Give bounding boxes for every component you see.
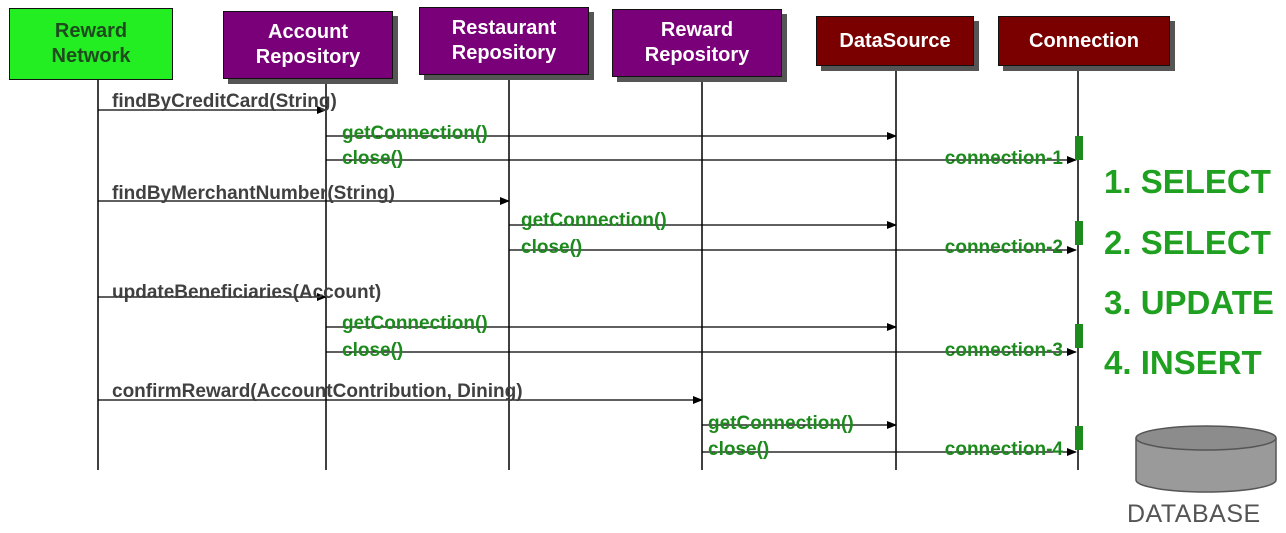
participant-reward-repository: Reward Repository (612, 9, 782, 77)
activation-bar (1075, 136, 1083, 160)
connection-label: connection-2 (944, 237, 1063, 258)
sql-operation: 1. SELECT (1104, 163, 1271, 200)
call-label: updateBeneficiaries(Account) (112, 282, 382, 303)
close-label: close() (521, 237, 583, 258)
sql-operation: 3. UPDATE (1104, 284, 1274, 321)
database-label: DATABASE (1127, 500, 1261, 528)
call-label: findByMerchantNumber(String) (112, 183, 395, 204)
get-connection-label: getConnection() (342, 313, 488, 334)
get-connection-label: getConnection() (342, 123, 488, 144)
connection-label: connection-1 (944, 148, 1063, 169)
close-label: close() (342, 340, 404, 361)
participant-reward-network: Reward Network (9, 8, 173, 80)
close-label: close() (342, 148, 404, 169)
sql-operation: 2. SELECT (1104, 224, 1271, 261)
participant-datasource: DataSource (816, 16, 974, 66)
call-label: findByCreditCard(String) (112, 91, 337, 112)
close-label: close() (708, 439, 770, 460)
connection-label: connection-3 (944, 340, 1063, 361)
call-label: confirmReward(AccountContribution, Dinin… (112, 381, 523, 402)
participant-restaurant-repository: Restaurant Repository (419, 7, 589, 75)
get-connection-label: getConnection() (708, 413, 854, 434)
participant-account-repository: Account Repository (223, 11, 393, 79)
connection-label: connection-4 (944, 439, 1063, 460)
sql-operation: 4. INSERT (1104, 344, 1262, 381)
activation-bar (1075, 324, 1083, 348)
activation-bar (1075, 426, 1083, 450)
database-cylinder-icon (1135, 425, 1277, 493)
participant-connection: Connection (998, 16, 1170, 66)
activation-bar (1075, 221, 1083, 245)
get-connection-label: getConnection() (521, 210, 667, 231)
